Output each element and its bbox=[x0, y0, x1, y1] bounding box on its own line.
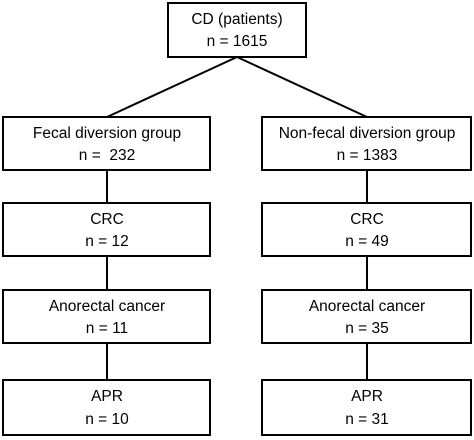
node-left-group-count: n = 232 bbox=[79, 147, 135, 164]
node-left-apr: APR n = 10 bbox=[2, 379, 211, 436]
node-root: CD (patients) n = 1615 bbox=[167, 2, 307, 58]
node-right-apr: APR n = 31 bbox=[261, 379, 472, 436]
node-left-crc-box bbox=[2, 202, 211, 257]
node-right-group-count: n = 1383 bbox=[337, 147, 398, 164]
node-right-crc-title: CRC bbox=[350, 211, 384, 228]
connector-root-to-left-group bbox=[106, 56, 238, 118]
node-right-group: Non-fecal diversion group n = 1383 bbox=[261, 116, 472, 171]
node-left-crc-count: n = 12 bbox=[85, 233, 129, 250]
node-right-anorectal-box bbox=[261, 289, 472, 344]
node-right-crc: CRC n = 49 bbox=[261, 202, 472, 257]
node-right-crc-count: n = 49 bbox=[345, 233, 389, 250]
node-left-crc: CRC n = 12 bbox=[2, 202, 211, 257]
connectors bbox=[106, 56, 368, 380]
node-root-title: CD (patients) bbox=[191, 11, 282, 28]
node-root-count: n = 1615 bbox=[207, 33, 268, 50]
node-right-apr-box bbox=[261, 379, 472, 436]
node-left-anorectal-count: n = 11 bbox=[86, 320, 128, 337]
node-right-anorectal-count: n = 35 bbox=[345, 320, 389, 337]
node-left-apr-title: APR bbox=[91, 388, 123, 405]
node-right-apr-title: APR bbox=[351, 388, 383, 405]
connector-root-to-right-group bbox=[236, 56, 368, 118]
node-root-box bbox=[167, 2, 307, 58]
node-left-anorectal-box bbox=[2, 289, 211, 344]
node-right-anorectal-title: Anorectal cancer bbox=[309, 298, 425, 315]
node-left-anorectal-title: Anorectal cancer bbox=[49, 298, 165, 315]
node-left-anorectal: Anorectal cancer n = 11 bbox=[2, 289, 211, 344]
node-right-group-title: Non-fecal diversion group bbox=[279, 125, 456, 142]
node-left-apr-box bbox=[2, 379, 211, 436]
node-right-crc-box bbox=[261, 202, 472, 257]
node-left-crc-title: CRC bbox=[90, 211, 124, 228]
node-right-apr-count: n = 31 bbox=[345, 411, 389, 428]
node-left-group: Fecal diversion group n = 232 bbox=[2, 116, 211, 171]
node-right-anorectal: Anorectal cancer n = 35 bbox=[261, 289, 472, 344]
node-left-apr-count: n = 10 bbox=[85, 411, 129, 428]
node-left-group-title: Fecal diversion group bbox=[33, 125, 181, 142]
node-left-group-box bbox=[2, 116, 211, 171]
node-right-group-box bbox=[261, 116, 472, 171]
